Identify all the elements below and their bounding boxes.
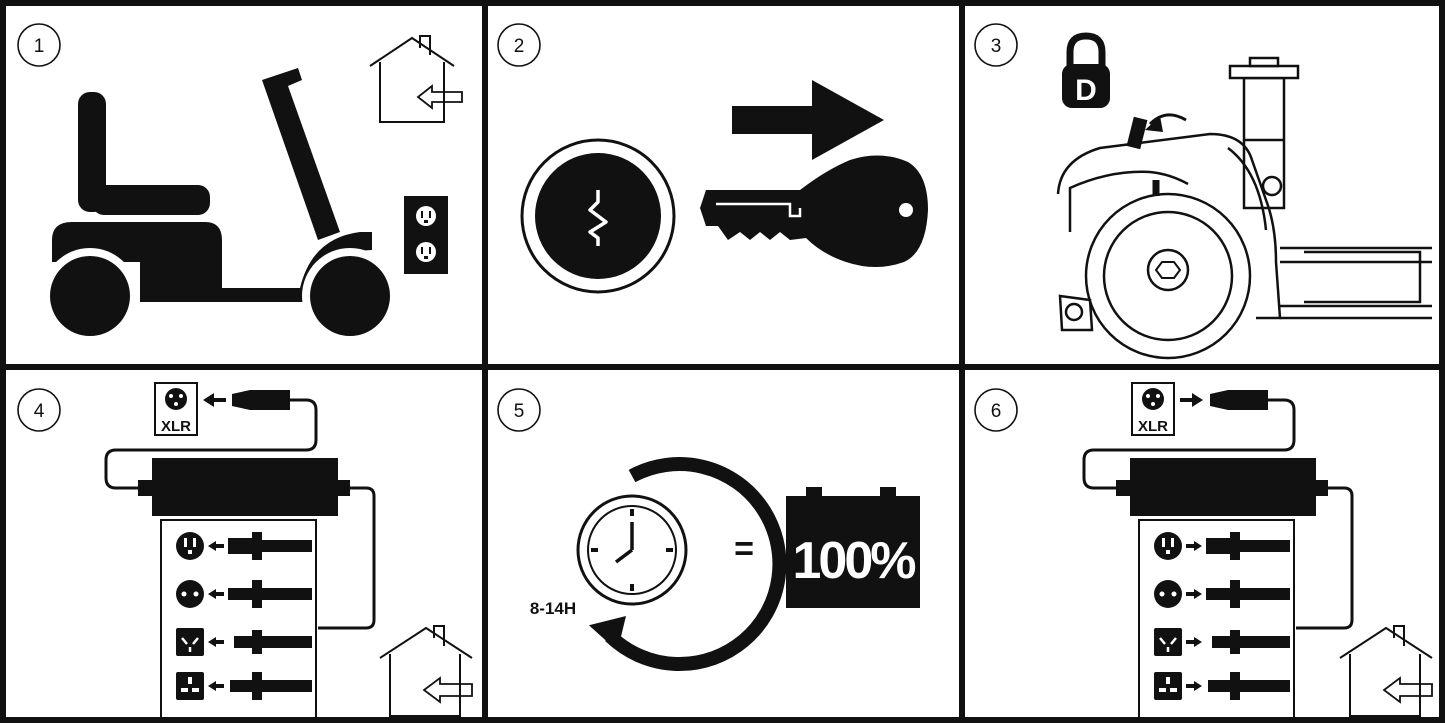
freewheel-lever-icon	[1126, 113, 1187, 150]
step-badge-5: 5	[497, 388, 541, 432]
xlr-plug-icon	[1210, 390, 1268, 410]
arrow-right-icon	[732, 80, 884, 160]
step-badge-2: 2	[497, 23, 541, 67]
charger-assembly-left: XLR	[104, 382, 473, 719]
arrow-left-small-icon	[203, 393, 226, 407]
step-number-6: 6	[991, 401, 1002, 422]
house-indoor-icon	[369, 35, 463, 123]
xlr-plug-icon	[232, 390, 290, 410]
charger-icon	[138, 458, 350, 516]
clock-cycle-icon	[576, 457, 787, 672]
key-switch-icon	[520, 138, 676, 294]
step-number-3: 3	[991, 36, 1002, 57]
arrow-right-small-icon	[1180, 393, 1203, 407]
charge-duration-label: 8-14H	[530, 599, 576, 618]
step-badge-6: 6	[974, 388, 1018, 432]
xlr-socket-icon: XLR	[154, 382, 198, 436]
step-badge-4: 4	[17, 388, 61, 432]
charge-level-label: 100%	[793, 532, 916, 590]
wall-outlet-icon	[404, 196, 448, 274]
step-badge-1: 1	[17, 23, 61, 67]
step-number-2: 2	[514, 36, 525, 57]
scooter-rear-icon	[1056, 56, 1432, 360]
plug-adapters-icon	[1138, 519, 1295, 719]
house-indoor-icon	[379, 625, 473, 717]
xlr-socket-icon: XLR	[1131, 382, 1175, 436]
step-number-4: 4	[34, 401, 45, 422]
charger-icon	[1116, 458, 1328, 516]
step-number-5: 5	[514, 401, 525, 422]
step-badge-3: 3	[974, 23, 1018, 67]
plug-adapters-icon	[160, 519, 317, 719]
equals-sign: =	[734, 530, 754, 568]
xlr-label: XLR	[1138, 418, 1168, 435]
padlock-d-icon: D	[1062, 32, 1110, 108]
house-indoor-icon	[1339, 625, 1433, 717]
key-icon	[700, 155, 928, 267]
xlr-label: XLR	[161, 418, 191, 435]
battery-icon: 100%	[786, 487, 920, 608]
charger-assembly-right: XLR	[1082, 382, 1433, 719]
svg-text:D: D	[1075, 74, 1097, 107]
step-number-1: 1	[34, 36, 45, 57]
scooter-icon	[42, 68, 398, 344]
